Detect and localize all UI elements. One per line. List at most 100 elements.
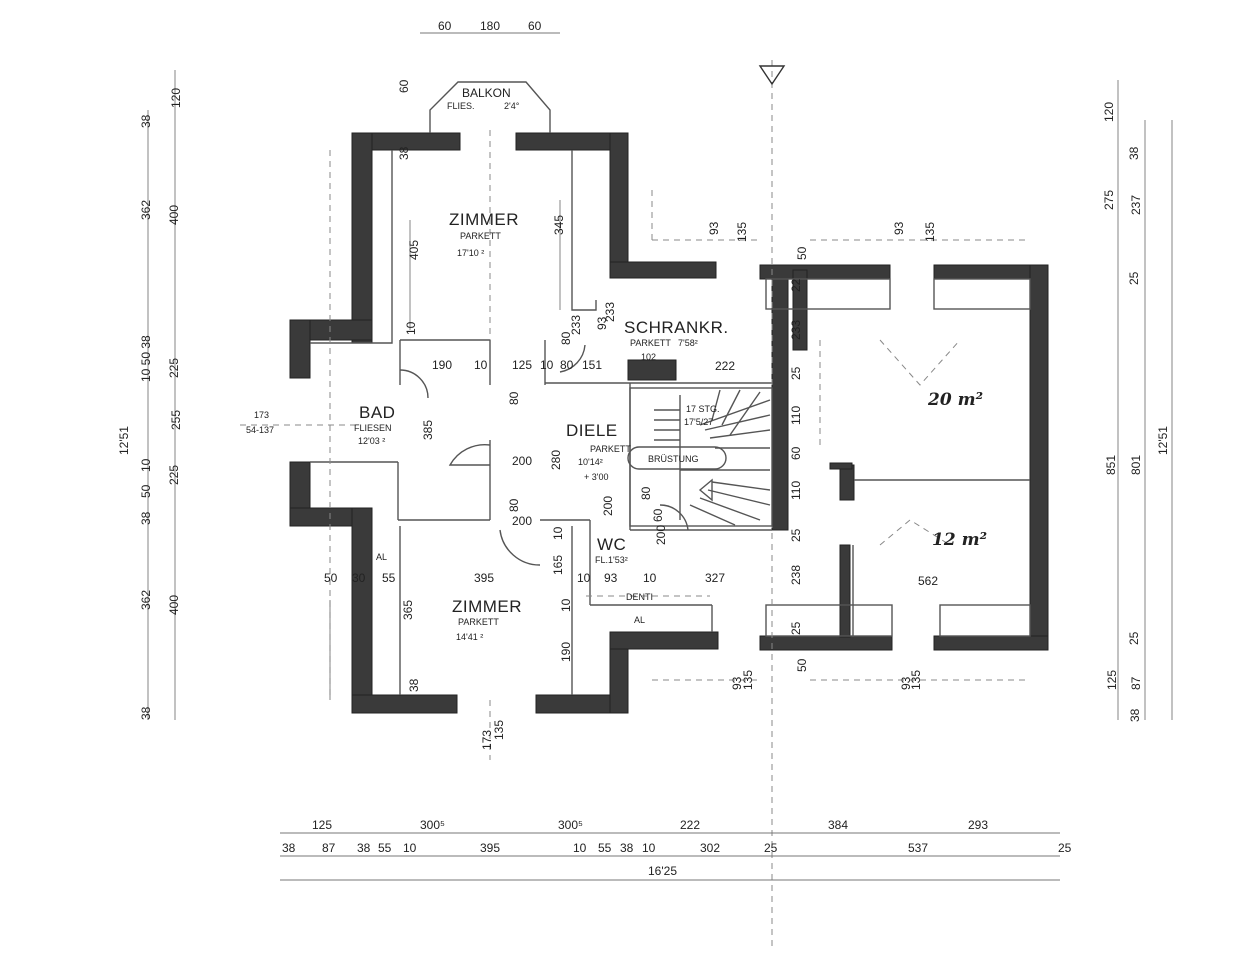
dim-interior-6: 93 [892,221,906,235]
dim-interior-16: 222 [715,359,735,373]
dim-interior-24: 60 [789,446,803,460]
dim-interior-56: 135 [909,670,923,690]
dim-bottom2-0: 38 [282,841,296,855]
dim-interior-25: 110 [789,481,803,500]
dim-interior-43: 30 [352,571,366,585]
bad-note-2: 54-137 [246,425,274,435]
dim-right-total: 12'51 [1156,426,1170,455]
zimmer-bottom-name: ZIMMER [452,597,522,616]
dim-interior-4: 93 [707,221,721,235]
dim-interior-47: 190 [559,642,573,662]
wc-name: WC [597,535,626,554]
dim-interior-0: 60 [397,79,411,93]
dim-interior-10: 190 [432,358,452,372]
dim-interior-45: 395 [474,571,494,585]
al-label-1: AL [376,552,387,562]
dim-bottom2-10: 302 [700,841,720,855]
dim-bottom1-0: 125 [312,818,332,832]
dim-interior-33: 10 [551,526,565,540]
dim-bottom2-2: 38 [357,841,371,855]
dim-bottom-total: 16'25 [648,864,677,878]
dim-interior-39: 238 [789,565,803,585]
stairs-count: 17 STG. [686,404,720,414]
dim-bottom1-2: 300⁵ [558,818,583,832]
dim-interior-59: 233 [569,315,583,335]
dim-interior-55: 93 [899,676,913,690]
dim-bottom1-5: 293 [968,818,988,832]
wc-floor: FL.1'53² [595,555,628,565]
balkon-floor: FLIES. [447,101,475,111]
dim-interior-7: 135 [923,222,937,242]
dim-interior-8: 50 [795,246,809,260]
chimney-label: 102 [641,352,656,362]
dim-interior-61: 233 [603,302,617,322]
dim-interior-5: 135 [735,222,749,242]
interior-walls [310,81,1031,695]
balkon-area: 2'4° [504,101,520,111]
dim-bottom1-4: 384 [828,818,848,832]
dim-interior-31: 80 [639,486,653,500]
dim-bottom2-11: 25 [764,841,778,855]
dim-right-outer-4: 851 [1104,455,1118,475]
dim-bottom2-8: 38 [620,841,634,855]
dim-interior-52: 93 [730,676,744,690]
dim-interior-42: 50 [324,571,338,585]
dim-interior-35: 10 [577,571,591,585]
dim-left-outer-6: 50 [139,484,153,498]
schrank-floor: PARKETT [630,338,671,348]
dim-interior-15: 151 [582,358,602,372]
door-swings [399,344,689,566]
zimmer-top-name: ZIMMER [449,210,519,229]
dim-interior-3: 345 [552,215,566,235]
dim-interior-28: 200 [601,496,615,516]
dim-interior-14: 80 [560,358,574,372]
room-12-area: 12 m² [932,530,987,550]
dim-interior-48: 38 [407,678,421,692]
dim-interior-41: 562 [918,574,938,588]
dim-interior-54: 50 [795,658,809,672]
dim-interior-37: 10 [643,571,657,585]
zimmer-top-floor: PARKETT [460,231,501,241]
dim-interior-30: 200 [654,525,668,545]
bad-floor: FLIESEN [354,423,392,433]
zimmer-bottom-area: 14'41 ² [456,632,483,642]
dim-right-inner-2: 87 [1129,676,1143,690]
dim-interior-51: 135 [492,720,506,740]
dim-interior-44: 55 [382,571,396,585]
dim-top-2: 60 [528,19,542,33]
dim-interior-22: 280 [549,450,563,470]
dim-bottom2-12: 537 [908,841,928,855]
bad-name: BAD [359,403,395,422]
dim-interior-49: 10 [559,598,573,612]
dim-bottom2-1: 87 [322,841,336,855]
dim-interior-12: 125 [512,358,532,372]
dim-left-outer-8: 362 [139,590,153,610]
dim-right-inner-0: 237 [1129,195,1143,215]
dim-interior-18: 25 [789,366,803,380]
dim-interior-9: 10 [404,321,418,335]
dim-left-outer-3: 10 50 38 [139,335,153,382]
dim-interior-58: 80 [559,331,573,345]
dim-interior-46: 365 [401,600,415,620]
staircase [627,387,773,527]
dim-interior-60: 93 [595,316,609,330]
dim-bottom2-7: 55 [598,841,612,855]
dim-interior-40: 25 [789,621,803,635]
diele-area: 10'14² [578,457,603,467]
stairs-ratio: 17'5/27 [684,417,713,427]
diele-floor: PARKETT [590,444,631,454]
dim-right-outer-0: 120 [1102,102,1116,122]
exterior-walls [289,132,1049,714]
dim-interior-32: 200 [512,514,532,528]
bruestung-label: BRÜSTUNG [648,454,699,464]
dim-interior-36: 93 [604,571,618,585]
dim-right-outer-5: 25 [1127,631,1141,645]
dim-left-inner-0: 400 [167,205,181,225]
schrank-name: SCHRANKR. [624,318,729,337]
balkon-name: BALKON [462,86,511,100]
dim-interior-17: 233 [789,320,803,340]
dim-left-outer-1: 38 [139,114,153,128]
dim-interior-1: 38 [397,146,411,160]
